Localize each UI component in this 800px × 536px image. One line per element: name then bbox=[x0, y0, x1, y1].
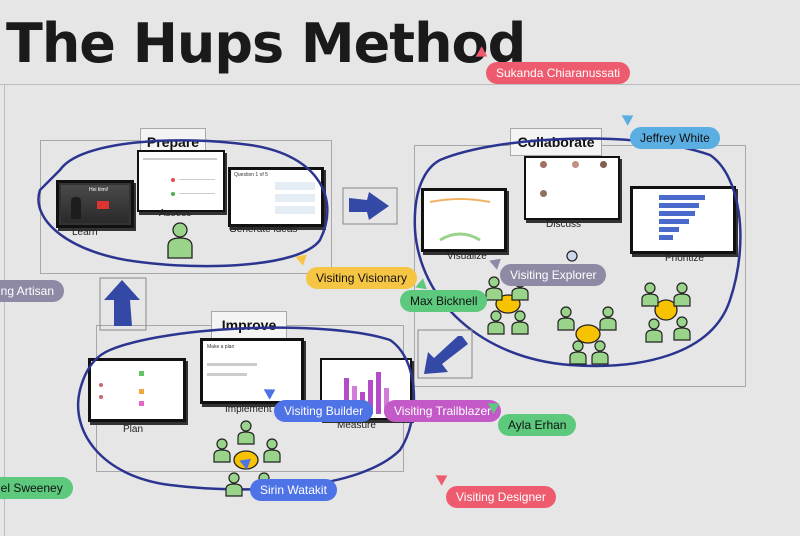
guide-line bbox=[0, 84, 800, 85]
visualize-sketch bbox=[429, 198, 491, 203]
cursor-tag[interactable]: Max Bicknell bbox=[400, 290, 488, 312]
plan-sticky bbox=[139, 371, 144, 376]
video-presenter bbox=[71, 197, 81, 219]
implement-content bbox=[207, 373, 247, 376]
prioritize-bar bbox=[659, 203, 699, 208]
discuss-avatar bbox=[540, 161, 547, 168]
generate-ideas-field bbox=[275, 206, 315, 214]
cursor-tag[interactable]: Visiting Builder bbox=[274, 400, 374, 422]
discuss-avatar bbox=[572, 161, 579, 168]
prepare-loop bbox=[37, 139, 329, 268]
plan-sticky bbox=[139, 401, 144, 406]
discuss-card[interactable] bbox=[524, 156, 620, 220]
arrow-right bbox=[342, 187, 398, 225]
cursor-tag[interactable]: ing Artisan bbox=[0, 280, 65, 302]
implement-card[interactable]: Make a plan bbox=[200, 338, 304, 404]
assess-content bbox=[171, 192, 175, 196]
learn-card[interactable]: Hei tiimi! bbox=[56, 180, 134, 228]
arrow-up bbox=[99, 277, 147, 331]
caption-generate-ideas: Generate ideas bbox=[229, 224, 298, 235]
caption-assess: Assess bbox=[159, 208, 192, 219]
cursor-tag[interactable]: Visiting Designer bbox=[446, 486, 556, 508]
prioritize-bar bbox=[659, 195, 705, 200]
caption-prioritize: Prioritize bbox=[665, 253, 704, 264]
measure-bar bbox=[384, 388, 389, 414]
plan-sticky bbox=[99, 383, 103, 387]
measure-bar bbox=[376, 372, 381, 414]
prioritize-bar bbox=[659, 211, 695, 216]
prioritize-bar bbox=[659, 227, 679, 232]
caption-visualize: Visualize bbox=[447, 251, 487, 262]
cursor-tag[interactable]: Ayla Erhan bbox=[498, 414, 577, 436]
group-improve bbox=[213, 420, 281, 497]
video-text: Hei tiimi! bbox=[89, 187, 109, 193]
discuss-avatar bbox=[600, 161, 607, 168]
cursor-tag[interactable]: Sirin Watakit bbox=[250, 479, 337, 501]
cursor-tag[interactable]: iel Sweeney bbox=[0, 477, 73, 499]
generate-ideas-field bbox=[275, 194, 315, 202]
caption-measure: Measure bbox=[337, 420, 376, 431]
cursor-tag[interactable]: Visiting Visionary bbox=[306, 267, 417, 289]
improve-loop bbox=[76, 326, 416, 491]
assess-content bbox=[171, 178, 175, 182]
plan-sticky bbox=[139, 389, 144, 394]
visualize-sketch bbox=[439, 232, 481, 242]
video-logo bbox=[97, 201, 109, 209]
assess-card[interactable] bbox=[137, 150, 225, 212]
plan-card[interactable] bbox=[88, 358, 186, 422]
implement-header: Make a plan bbox=[207, 344, 235, 350]
prioritize-bar bbox=[659, 219, 689, 224]
cursor-tag[interactable]: Jeffrey White bbox=[630, 127, 720, 149]
cursor-tag[interactable]: Sukanda Chiaranussati bbox=[486, 62, 631, 84]
group-bottom-center bbox=[557, 306, 617, 365]
plan-sticky bbox=[99, 395, 103, 399]
group-right bbox=[641, 282, 691, 343]
board-title: The Hups Method bbox=[6, 12, 526, 75]
caption-learn: Learn bbox=[72, 227, 98, 238]
prioritize-card[interactable] bbox=[630, 186, 736, 254]
person-icon bbox=[566, 250, 578, 262]
cursor-tag[interactable]: Visiting Explorer bbox=[500, 264, 607, 286]
assess-content bbox=[179, 193, 215, 194]
caption-plan: Plan bbox=[123, 424, 144, 435]
generate-ideas-field bbox=[275, 182, 315, 190]
section-label-improve[interactable]: Improve bbox=[211, 311, 287, 341]
guide-line bbox=[4, 84, 5, 536]
person-icon bbox=[167, 222, 193, 259]
caption-discuss: Discuss bbox=[546, 219, 582, 230]
generate-ideas-header: Question 1 of 5 bbox=[234, 172, 268, 178]
generate-ideas-card[interactable]: Question 1 of 5 bbox=[228, 167, 324, 227]
implement-content bbox=[207, 363, 257, 366]
assess-content bbox=[143, 158, 217, 160]
cursor-tag[interactable]: Visiting Trailblazer bbox=[384, 400, 502, 422]
arrow-down-left bbox=[417, 329, 473, 379]
assess-content bbox=[179, 179, 215, 180]
measure-bar bbox=[368, 380, 373, 414]
measure-bar bbox=[344, 378, 349, 414]
prioritize-bar bbox=[659, 235, 673, 240]
caption-implement: Implement bbox=[225, 404, 272, 415]
discuss-avatar bbox=[540, 190, 547, 197]
